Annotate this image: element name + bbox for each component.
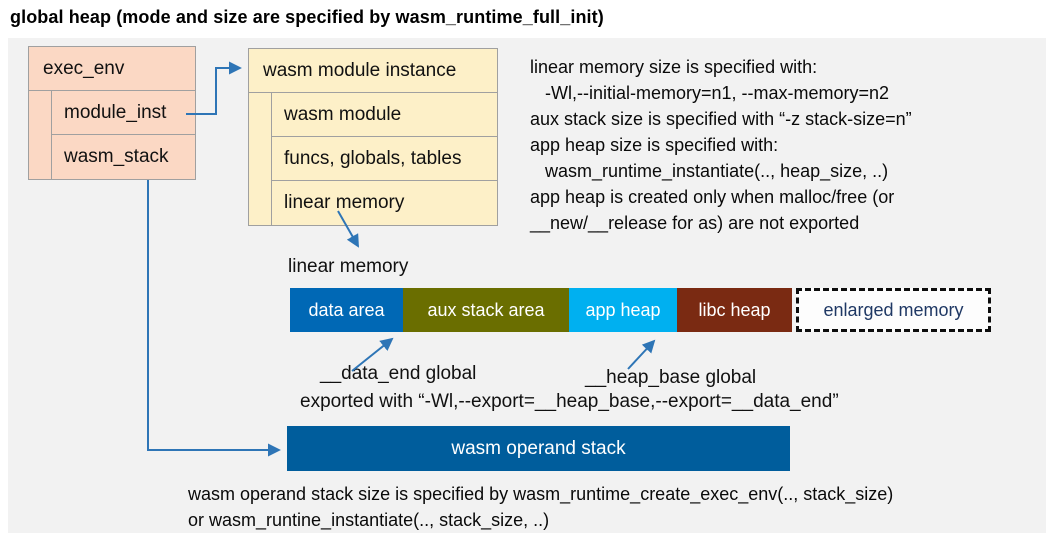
instance-row-funcs-globals-tables: funcs, globals, tables	[271, 137, 497, 181]
data-end-global-label: __data_end global	[320, 363, 477, 384]
exec-env-header: exec_env	[29, 47, 195, 91]
instance-row-linear-memory: linear memory	[271, 181, 497, 225]
linear-memory-bar: data area aux stack area app heap libc h…	[290, 288, 991, 332]
segment-data-area: data area	[290, 288, 403, 332]
note-line: or wasm_runtine_instantiate(.., stack_si…	[188, 510, 550, 530]
instance-row-wasm-module: wasm module	[271, 93, 497, 137]
note-line: wasm_runtime_instantiate(.., heap_size, …	[530, 161, 889, 181]
segment-enlarged-memory: enlarged memory	[796, 288, 991, 332]
note-line: __new/__release for as) are not exported	[530, 213, 860, 233]
operand-stack-notes: wasm operand stack size is specified by …	[188, 481, 893, 533]
wasm-operand-stack-bar: wasm operand stack	[287, 426, 790, 471]
note-line: linear memory size is specified with:	[530, 57, 818, 77]
note-line: -Wl,--initial-memory=n1, --max-memory=n2	[530, 83, 890, 103]
note-line: app heap size is specified with:	[530, 135, 779, 155]
heap-base-global-label: __heap_base global	[585, 367, 757, 388]
segment-app-heap: app heap	[569, 288, 677, 332]
module-instance-box: wasm module instance wasm module funcs, …	[248, 48, 498, 226]
module-instance-rows: wasm module funcs, globals, tables linea…	[271, 93, 497, 225]
exec-env-row-module-inst: module_inst	[51, 91, 195, 135]
note-line: wasm operand stack size is specified by …	[188, 484, 894, 504]
exported-with-label: exported with “-Wl,--export=__heap_base,…	[300, 391, 839, 412]
segment-aux-stack-area: aux stack area	[403, 288, 569, 332]
note-line: app heap is created only when malloc/fre…	[530, 187, 895, 207]
segment-libc-heap: libc heap	[677, 288, 792, 332]
exec-env-row-wasm-stack: wasm_stack	[51, 135, 195, 179]
page-title: global heap (mode and size are specified…	[10, 7, 604, 27]
exec-env-rows: module_inst wasm_stack	[51, 91, 195, 179]
exec-env-box: exec_env module_inst wasm_stack	[28, 46, 196, 180]
module-instance-header: wasm module instance	[249, 49, 497, 93]
note-line: aux stack size is specified with “-z sta…	[530, 109, 912, 129]
linear-memory-notes: linear memory size is specified with: -W…	[530, 54, 912, 236]
linear-memory-label: linear memory	[288, 256, 409, 277]
